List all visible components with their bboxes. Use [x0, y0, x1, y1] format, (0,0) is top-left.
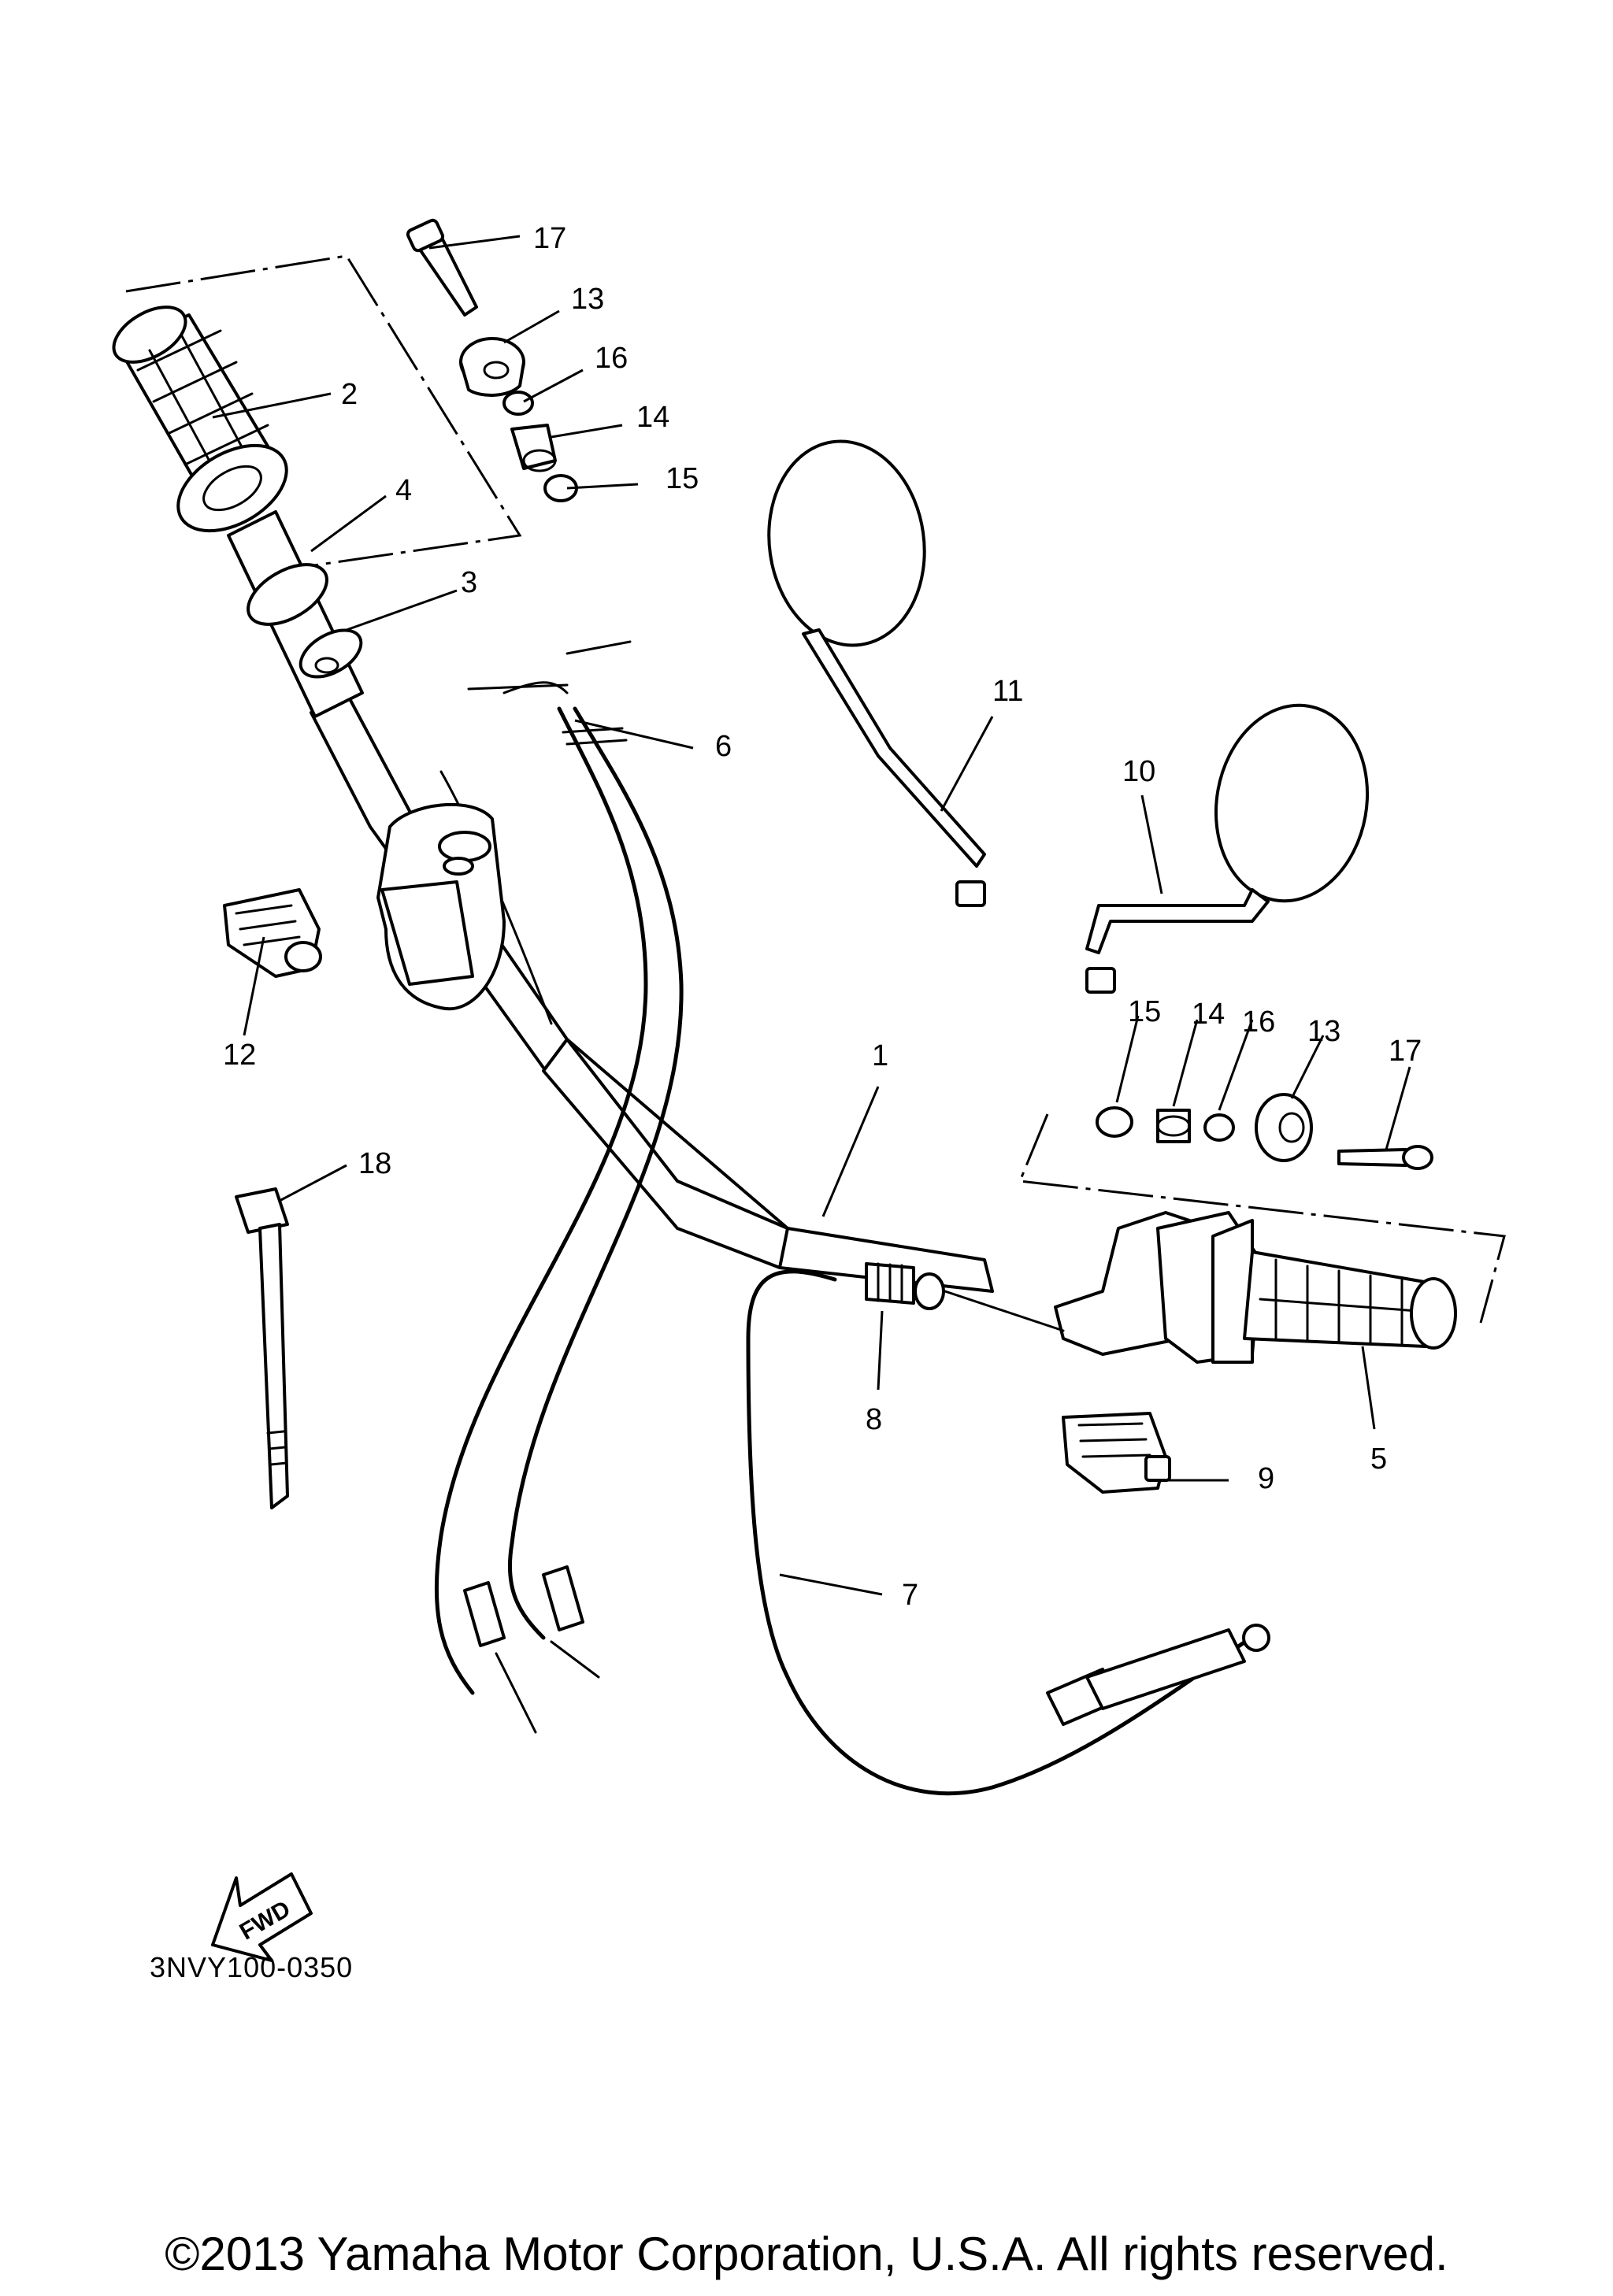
- callout-15-left: 15: [666, 462, 699, 495]
- nut-15-right: [1096, 1106, 1133, 1138]
- callout-4: 4: [395, 474, 412, 507]
- collar-16-right: [1203, 1113, 1235, 1142]
- assembly-bracket-left: [125, 254, 522, 568]
- grommet-13-right: [1255, 1093, 1313, 1162]
- callout-17-left: 17: [533, 222, 566, 255]
- switch-12: [223, 888, 322, 978]
- cable-tie: [235, 1187, 289, 1509]
- right-grip: [1211, 1219, 1457, 1364]
- callout-7: 7: [902, 1579, 918, 1612]
- throttle-housing: [376, 802, 506, 1011]
- callout-14-left: 14: [636, 401, 669, 434]
- callout-8: 8: [866, 1403, 882, 1436]
- damper-14-right: [1156, 1109, 1191, 1143]
- callout-6: 6: [715, 730, 732, 763]
- callout-3: 3: [461, 566, 477, 599]
- callout-13-left: 13: [571, 283, 604, 316]
- bolt-17-right: [1337, 1145, 1433, 1170]
- damper-14-left: [510, 424, 557, 472]
- callout-2: 2: [341, 378, 358, 411]
- callout-17-right: 17: [1389, 1035, 1422, 1068]
- callout-16-right: 16: [1242, 1005, 1275, 1039]
- leader-lines: [212, 235, 1411, 1596]
- fwd-arrow: FWD: [211, 1872, 313, 1962]
- callout-16-left: 16: [595, 342, 628, 375]
- assembly-bracket-right: [1018, 1113, 1506, 1324]
- callout-9: 9: [1258, 1462, 1274, 1495]
- grommet-13-left: [459, 337, 525, 397]
- callout-5: 5: [1370, 1442, 1387, 1476]
- mirror-11: [767, 439, 986, 907]
- switch-9: [1062, 1412, 1171, 1494]
- copyright-notice: ©2013 Yamaha Motor Corporation, U.S.A. A…: [165, 2227, 1448, 2280]
- callout-15-right: 15: [1128, 995, 1161, 1028]
- callout-14-right: 14: [1192, 998, 1225, 1031]
- mirror-10: [1085, 703, 1370, 994]
- callout-10: 10: [1122, 755, 1155, 788]
- callout-11: 11: [992, 675, 1023, 708]
- clutch-cable: [746, 1262, 1270, 1796]
- callout-12: 12: [223, 1039, 256, 1072]
- throttle-cables: [434, 640, 684, 1734]
- throttle-tube: [227, 510, 364, 718]
- bolt-17-left: [406, 218, 478, 317]
- collar-16-left: [502, 391, 534, 416]
- left-grip: [112, 306, 288, 533]
- callout-labels: 1 2 3 4 5 6 7 8 9 10 11 12 13 13 14 14 1…: [223, 222, 1422, 1612]
- diagram-reference-code: 3NVY100-0350: [150, 1951, 354, 1983]
- callout-13-right: 13: [1307, 1015, 1340, 1048]
- callout-1: 1: [872, 1039, 888, 1072]
- callout-18: 18: [358, 1147, 391, 1180]
